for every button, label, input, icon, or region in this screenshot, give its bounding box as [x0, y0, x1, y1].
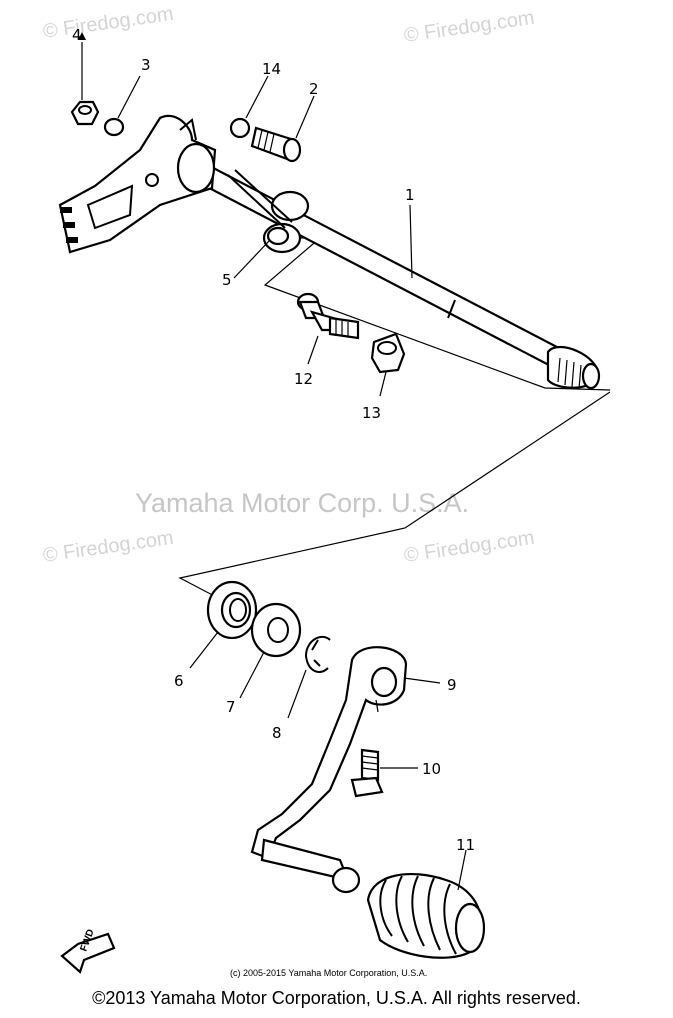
stopper-bolt — [296, 292, 360, 365]
pinch-bolt — [350, 748, 418, 798]
bolt-2 — [250, 95, 315, 163]
plain-washer — [239, 602, 302, 699]
callout-13: 13 — [362, 404, 381, 422]
oil-seal — [189, 580, 258, 669]
pedal-rubber — [366, 849, 486, 959]
nut — [70, 32, 100, 126]
shift-pedal — [250, 646, 441, 894]
callout-8: 8 — [272, 724, 282, 742]
callout-10: 10 — [422, 760, 441, 778]
callout-14: 14 — [262, 60, 281, 78]
shift-arm — [58, 114, 217, 254]
callout-12: 12 — [294, 370, 313, 388]
callout-7: 7 — [226, 698, 236, 716]
lock-washer — [103, 117, 125, 137]
callout-9: 9 — [447, 676, 457, 694]
callout-5: 5 — [222, 271, 232, 289]
watermark-top-left: © Firedog.com — [42, 3, 175, 43]
assembly-guide-upper — [263, 237, 611, 391]
callout-6: 6 — [174, 672, 184, 690]
watermark-top-right: © Firedog.com — [403, 7, 536, 47]
callout-3: 3 — [141, 56, 151, 74]
watermark-center: Yamaha Motor Corp. U.S.A. — [135, 488, 469, 518]
watermark-mid-right: © Firedog.com — [403, 527, 536, 567]
collar — [370, 332, 406, 397]
forward-arrow-icon: FWD — [60, 928, 116, 974]
callout-11: 11 — [456, 836, 475, 854]
footer-copyright: ©2013 Yamaha Motor Corporation, U.S.A. A… — [92, 988, 581, 1008]
circlip — [287, 635, 331, 719]
callout-4: 4 — [72, 26, 82, 44]
assembly-guide-lower — [178, 391, 611, 601]
callout-1: 1 — [405, 186, 415, 204]
washer — [229, 117, 251, 139]
watermark-mid-left: © Firedog.com — [42, 527, 175, 567]
return-spring — [227, 169, 310, 254]
small-copyright: (c) 2005-2015 Yamaha Motor Corporation, … — [230, 968, 427, 978]
callout-2: 2 — [309, 80, 319, 98]
